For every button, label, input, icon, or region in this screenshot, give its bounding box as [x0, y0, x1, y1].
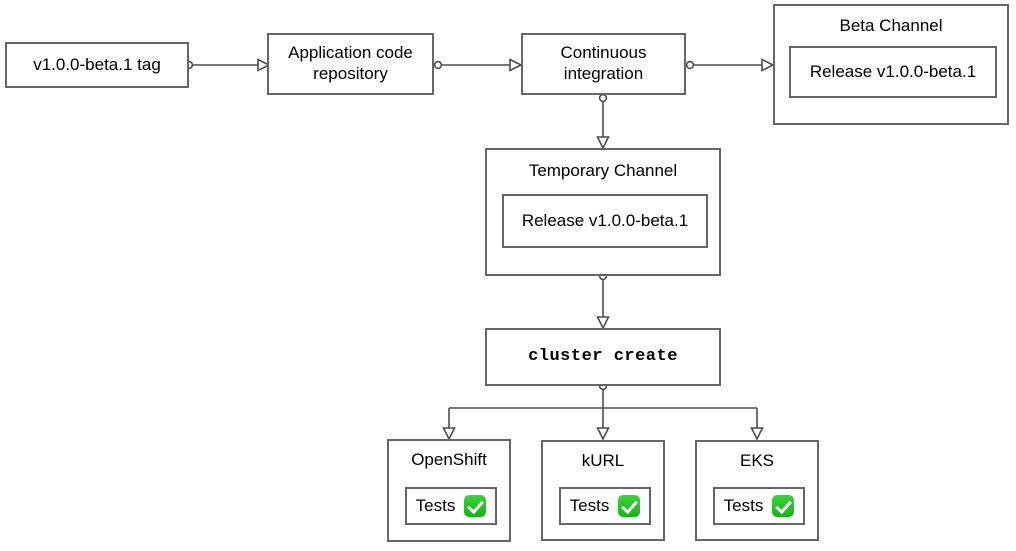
temporary-channel-release-label: Release v1.0.0-beta.1 — [521, 211, 689, 230]
eks-tests-box[interactable]: Tests — [713, 487, 805, 525]
kurl-tests-label: Tests — [569, 496, 610, 515]
node-eks-title: EKS — [739, 451, 775, 470]
node-temporary-channel[interactable]: Temporary Channel Release v1.0.0-beta.1 — [485, 148, 721, 276]
temporary-channel-release-box[interactable]: Release v1.0.0-beta.1 — [502, 194, 708, 248]
node-cluster-create-label: cluster create — [528, 346, 678, 366]
openshift-tests-label: Tests — [415, 496, 456, 515]
edge-repo-to-ci — [433, 58, 523, 72]
node-kurl-title: kURL — [581, 451, 625, 470]
node-eks[interactable]: EKS Tests — [695, 440, 819, 541]
kurl-tests-box[interactable]: Tests — [559, 487, 651, 525]
edge-ci-to-beta-channel — [685, 58, 775, 72]
check-mark-button-icon — [464, 495, 487, 517]
check-mark-button-icon — [618, 495, 641, 517]
beta-channel-release-box[interactable]: Release v1.0.0-beta.1 — [789, 46, 997, 98]
openshift-tests-box[interactable]: Tests — [405, 487, 497, 525]
node-temporary-channel-title: Temporary Channel — [528, 161, 678, 180]
node-openshift[interactable]: OpenShift Tests — [387, 439, 511, 542]
node-cluster-create[interactable]: cluster create — [485, 328, 721, 386]
node-beta-channel-title: Beta Channel — [839, 16, 943, 35]
node-application-code-repository[interactable]: Application code repository — [267, 33, 434, 95]
edge-tag-to-repo — [184, 58, 271, 72]
edge-ci-to-temporary-channel — [596, 93, 610, 150]
beta-channel-release-label: Release v1.0.0-beta.1 — [809, 62, 977, 81]
node-kurl[interactable]: kURL Tests — [541, 440, 665, 541]
node-application-code-repository-label: Application code repository — [288, 43, 413, 83]
node-openshift-title: OpenShift — [411, 450, 487, 469]
node-beta-channel[interactable]: Beta Channel Release v1.0.0-beta.1 — [773, 4, 1009, 125]
eks-tests-label: Tests — [723, 496, 764, 515]
node-continuous-integration-label: Continuous integration — [560, 43, 647, 83]
node-continuous-integration[interactable]: Continuous integration — [521, 33, 686, 95]
edge-cluster-create-to-platforms — [442, 381, 764, 441]
node-tag[interactable]: v1.0.0-beta.1 tag — [5, 42, 189, 88]
node-tag-label: v1.0.0-beta.1 tag — [33, 54, 161, 74]
edge-temporary-channel-to-cluster-create — [596, 271, 610, 330]
check-mark-button-icon — [772, 495, 795, 517]
